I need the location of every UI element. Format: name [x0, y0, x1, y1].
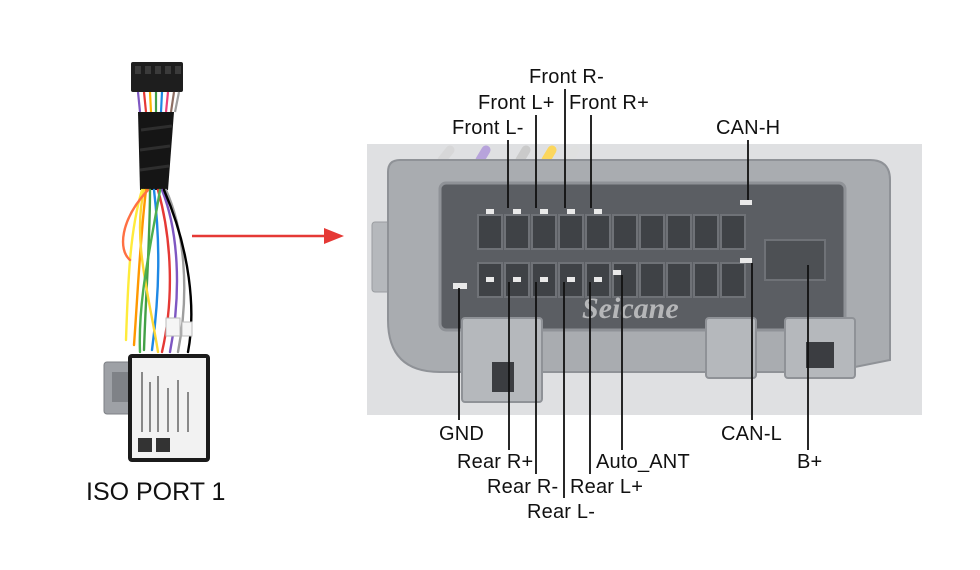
label-front-l-plus: Front L+ — [478, 92, 555, 114]
label-can-l: CAN-L — [721, 423, 783, 445]
label-rear-l-plus: Rear L+ — [570, 476, 644, 498]
leader-lines — [458, 89, 809, 498]
watermark-text: Seicane — [582, 292, 679, 325]
label-rear-r-plus: Rear R+ — [457, 451, 534, 473]
connector-photo: Seicane — [367, 144, 922, 415]
caption-iso-port: ISO PORT 1 — [86, 478, 226, 506]
pointer-arrow — [192, 228, 344, 244]
label-can-h: CAN-H — [716, 117, 781, 139]
label-front-l-minus: Front L- — [452, 117, 524, 139]
label-front-r-minus: Front R- — [529, 66, 604, 88]
label-rear-l-minus: Rear L- — [527, 501, 596, 523]
label-auto-ant: Auto_ANT — [596, 451, 690, 473]
label-front-r-plus: Front R+ — [569, 92, 649, 114]
iso-harness-image — [103, 62, 210, 462]
label-b-plus: B+ — [797, 451, 823, 473]
label-rear-r-minus: Rear R- — [487, 476, 559, 498]
label-gnd: GND — [439, 423, 485, 445]
